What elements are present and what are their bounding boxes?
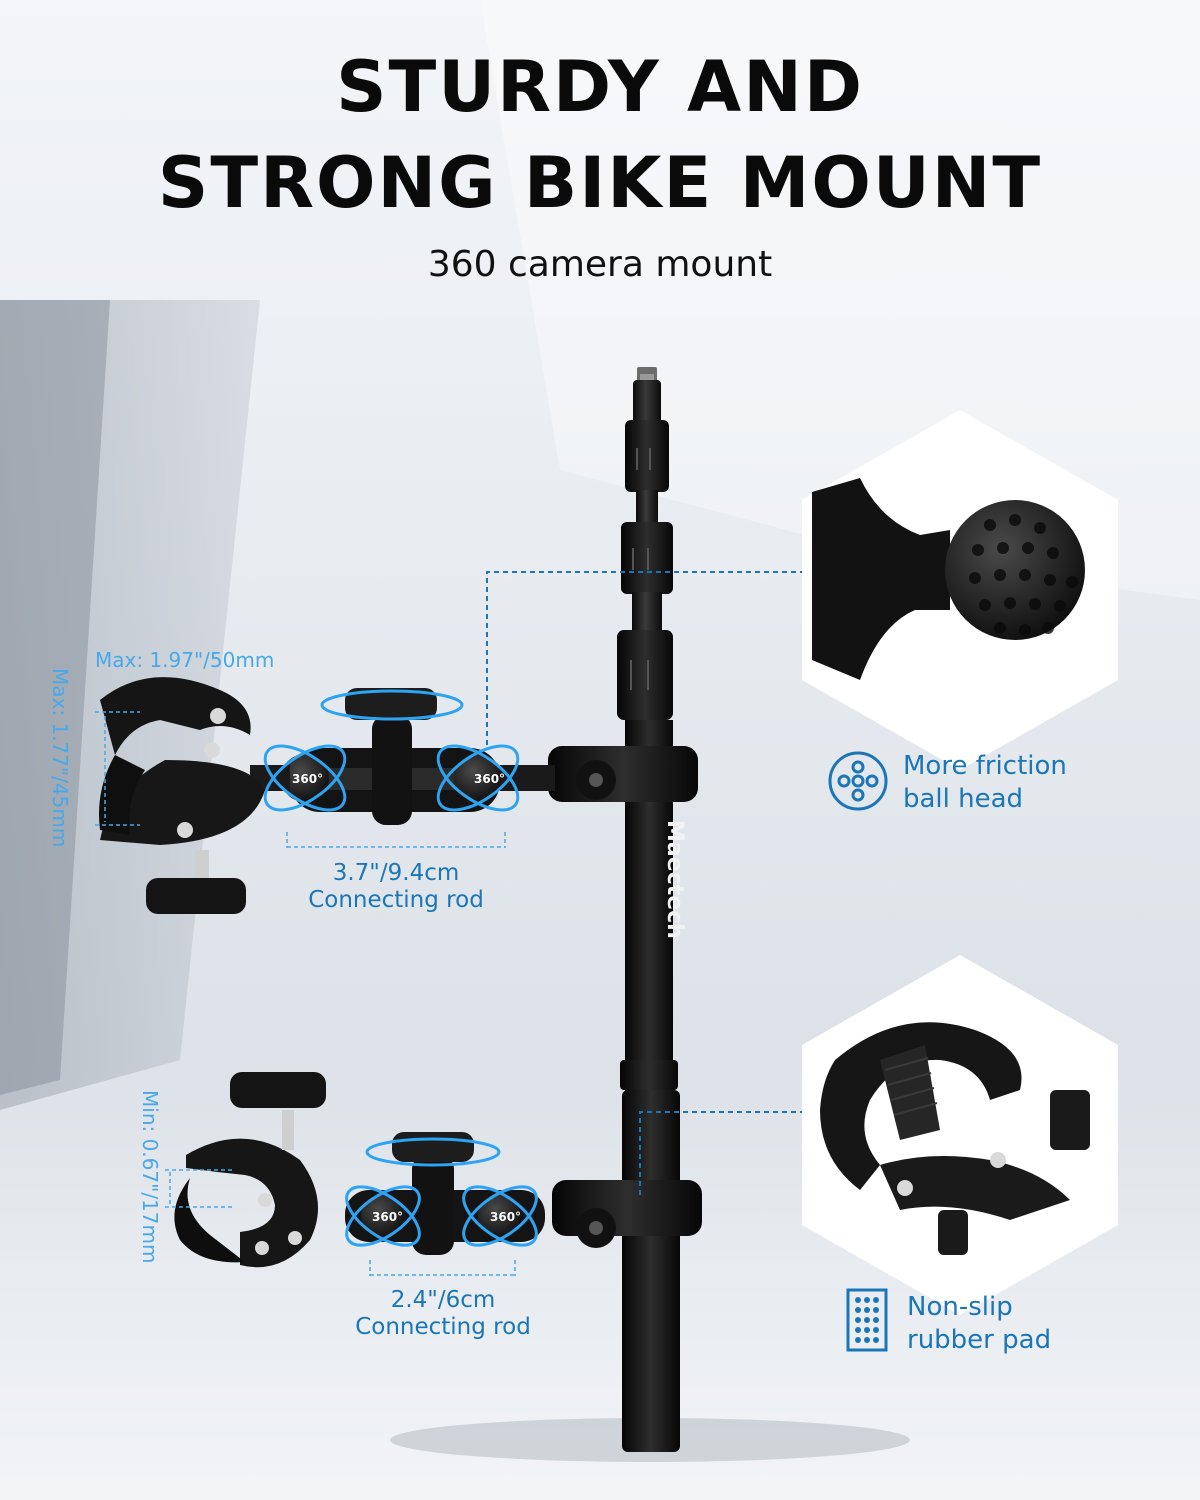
upper-clamp-max-height: Max: 1.77"/45mm xyxy=(48,668,72,848)
callout-leader-lines xyxy=(486,571,806,1195)
upper-arm xyxy=(99,677,698,914)
brand-logo: Maectech xyxy=(662,820,687,939)
feature-ball-head: More friction ball head xyxy=(903,750,1067,816)
page-title-line-2: STRONG BIKE MOUNT xyxy=(157,142,1043,224)
feature-ball-head-line-2: ball head xyxy=(903,784,1024,814)
lower-rod-label: Connecting rod xyxy=(355,1314,531,1340)
upper-rotation-left-label: 360° xyxy=(292,772,323,786)
lower-dimension-lines xyxy=(165,1169,516,1276)
lower-rod-caption: 2.4"/6cm Connecting rod xyxy=(343,1287,543,1341)
page-subtitle: 360 camera mount xyxy=(427,244,773,285)
rubber-pad-detail xyxy=(802,955,1118,1315)
upper-dimension-lines xyxy=(95,711,506,848)
upper-rod-caption: 3.7"/9.4cm Connecting rod xyxy=(296,860,496,914)
feature-rubber-pad-line-1: Non-slip xyxy=(907,1292,1013,1322)
ball-head-detail xyxy=(802,410,1118,770)
page-title-line-1: STURDY AND xyxy=(336,46,864,128)
lower-clamp-min-height: Min: 0.67"/17mm xyxy=(138,1090,162,1264)
feature-ball-head-line-1: More friction xyxy=(903,751,1067,781)
upper-rotation-arrows xyxy=(263,689,520,812)
lower-rotation-left-label: 360° xyxy=(372,1210,403,1224)
feature-rubber-pad-line-2: rubber pad xyxy=(907,1325,1052,1355)
grip-pad-icon xyxy=(846,1288,888,1352)
feature-rubber-pad: Non-slip rubber pad xyxy=(907,1291,1051,1357)
golf-ball-icon xyxy=(828,751,888,811)
upper-rotation-right-label: 360° xyxy=(474,772,505,786)
lower-rod-length: 2.4"/6cm xyxy=(390,1287,496,1313)
upper-rod-label: Connecting rod xyxy=(308,887,484,913)
lower-rotation-right-label: 360° xyxy=(490,1210,521,1224)
upper-clamp-max-width: Max: 1.97"/50mm xyxy=(95,648,275,672)
upper-rod-length: 3.7"/9.4cm xyxy=(332,860,460,886)
lower-rotation-arrows xyxy=(345,1137,538,1247)
